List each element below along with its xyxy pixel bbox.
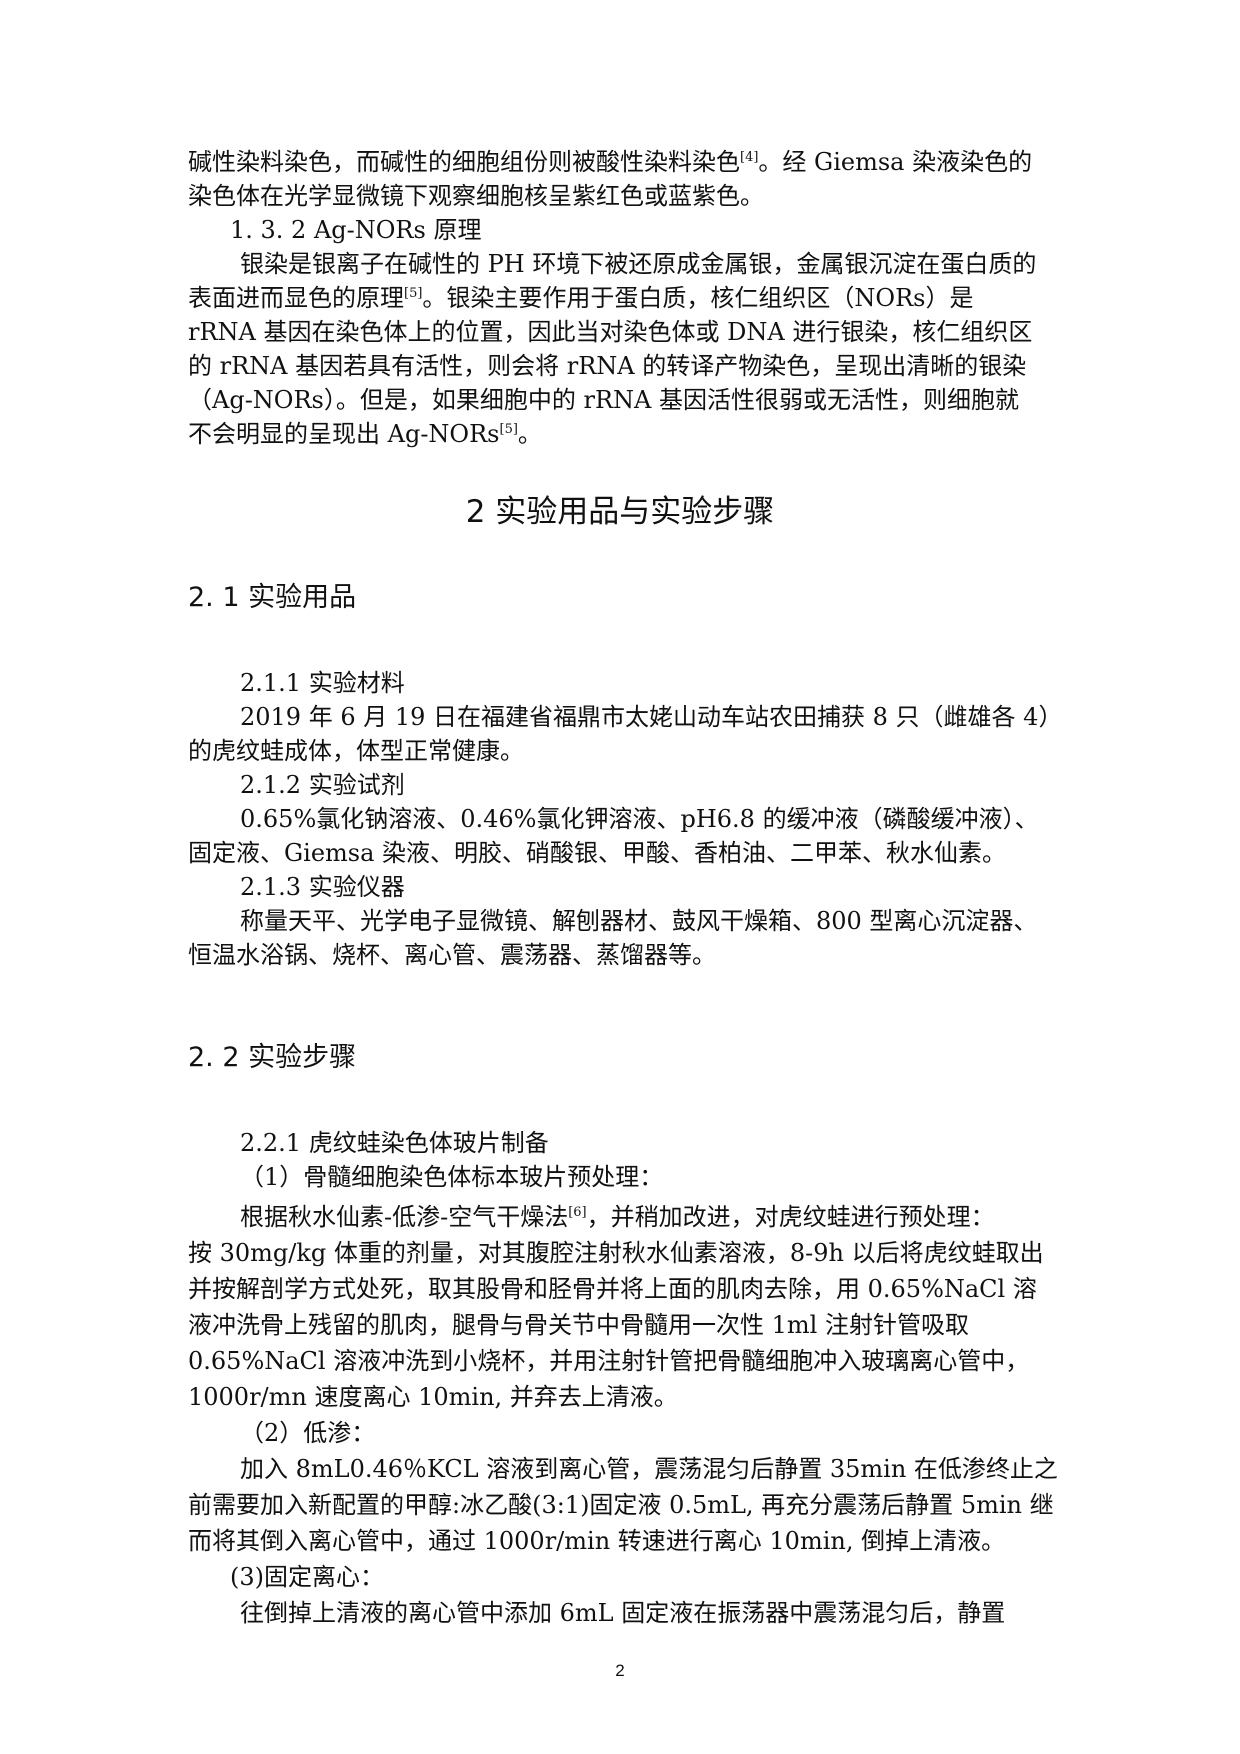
intro-text: 碱性染料染色，而碱性的细胞组份则被酸性染料染色 (188, 148, 740, 176)
citation-ref: [5] (499, 422, 518, 437)
paragraph-line: 0.65%氯化钠溶液、0.46%氯化钾溶液、pH6.8 的缓冲液（磷酸缓冲液）、 (240, 805, 1039, 833)
intro-text: 。银染主要作用于蛋白质，核仁组织区（NORs）是 (422, 284, 974, 312)
sub-heading-2-2-1: 2.2.1 虎纹蛙染色体玻片制备 (240, 1129, 549, 1157)
step-label-2: （2）低渗： (240, 1419, 376, 1447)
section-title-2-1: 2. 1 实验用品 (188, 582, 357, 613)
intro-line-2: 染色体在光学显微镜下观察细胞核呈紫红色或蓝紫色。 (188, 182, 764, 210)
intro-text: 。 (517, 420, 542, 448)
step-label-1: （1）骨髓细胞染色体标本玻片预处理： (240, 1163, 664, 1191)
paragraph-line: 0.65%NaCl 溶液冲洗到小烧杯，并用注射针管把骨髓细胞冲入玻璃离心管中， (188, 1347, 1030, 1375)
chapter-title: 2 实验用品与实验步骤 (465, 494, 775, 530)
paragraph-line: 前需要加入新配置的甲醇:冰乙酸(3:1)固定液 0.5mL, 再充分震荡后静置 … (188, 1491, 1054, 1519)
paragraph-text: ，并稍加改进，对虎纹蛙进行预处理： (586, 1203, 995, 1231)
paragraph-line: 固定液、Giemsa 染液、明胶、硝酸银、甲酸、香柏油、二甲苯、秋水仙素。 (188, 839, 1007, 867)
page-number: 2 (615, 1661, 625, 1680)
paragraph-line: 的虎纹蛙成体，体型正常健康。 (188, 737, 524, 765)
citation-ref: [5] (404, 286, 423, 301)
sub-heading-1-3-2: 1. 3. 2 Ag-NORs 原理 (230, 216, 482, 244)
paragraph-line: 往倒掉上清液的离心管中添加 6mL 固定液在振荡器中震荡混匀后，静置 (240, 1599, 1006, 1627)
citation-ref: [6] (568, 1205, 587, 1220)
paragraph-text: 根据秋水仙素-低渗-空气干燥法 (240, 1203, 569, 1231)
paragraph-line: 1000r/mn 速度离心 10min, 并弃去上清液。 (188, 1383, 678, 1411)
paragraph-line: 恒温水浴锅、烧杯、离心管、震荡器、蒸馏器等。 (188, 941, 716, 969)
intro-line-8: （Ag-NORs）。但是，如果细胞中的 rRNA 基因活性很弱或无活性，则细胞就 (188, 386, 1019, 414)
section-title-2-2: 2. 2 实验步骤 (188, 1042, 357, 1073)
intro-line-6: rRNA 基因在染色体上的位置，因此当对染色体或 DNA 进行银染，核仁组织区 (188, 318, 1033, 346)
intro-line-5: 表面进而显色的原理[5]。银染主要作用于蛋白质，核仁组织区（NORs）是 (188, 281, 1068, 315)
intro-text: 不会明显的呈现出 Ag-NORs (188, 420, 500, 448)
intro-line-7: 的 rRNA 基因若具有活性，则会将 rRNA 的转译产物染色，呈现出清晰的银染 (188, 352, 1027, 380)
intro-line-1: 碱性染料染色，而碱性的细胞组份则被酸性染料染色[4]。经 Giemsa 染液染色… (188, 145, 1068, 179)
paragraph-line: 而将其倒入离心管中，通过 1000r/min 转速进行离心 10min, 倒掉上… (188, 1527, 1006, 1555)
intro-text: 表面进而显色的原理 (188, 284, 404, 312)
paragraph-line: 按 30mg/kg 体重的剂量，对其腹腔注射秋水仙素溶液，8-9h 以后将虎纹蛙… (188, 1239, 1044, 1267)
paragraph-line: 2019 年 6 月 19 日在福建省福鼎市太姥山动车站农田捕获 8 只（雌雄各… (240, 703, 1063, 731)
paragraph-line: 液冲洗骨上残留的肌肉，腿骨与骨关节中骨髓用一次性 1ml 注射针管吸取 (188, 1311, 969, 1339)
paragraph-line: 并按解剖学方式处死，取其股骨和胫骨并将上面的肌肉去除，用 0.65%NaCl 溶 (188, 1275, 1037, 1303)
paragraph-line: 称量天平、光学电子显微镜、解刨器材、鼓风干燥箱、800 型离心沉淀器、 (240, 907, 1038, 935)
intro-text: 。经 Giemsa 染液染色的 (758, 148, 1033, 176)
sub-heading-2-1-2: 2.1.2 实验试剂 (240, 771, 405, 799)
sub-heading-2-1-3: 2.1.3 实验仪器 (240, 873, 405, 901)
intro-line-9: 不会明显的呈现出 Ag-NORs[5]。 (188, 417, 1068, 451)
paragraph-line: 加入 8mL0.46％KCL 溶液到离心管，震荡混匀后静置 35min 在低渗终… (240, 1455, 1058, 1483)
citation-ref: [4] (740, 150, 759, 165)
paragraph-line: 根据秋水仙素-低渗-空气干燥法[6]，并稍加改进，对虎纹蛙进行预处理： (240, 1200, 1120, 1234)
step-label-3: (3)固定离心： (230, 1563, 384, 1591)
intro-line-4: 银染是银离子在碱性的 PH 环境下被还原成金属银，金属银沉淀在蛋白质的 (240, 250, 1037, 278)
sub-heading-2-1-1: 2.1.1 实验材料 (240, 669, 405, 697)
